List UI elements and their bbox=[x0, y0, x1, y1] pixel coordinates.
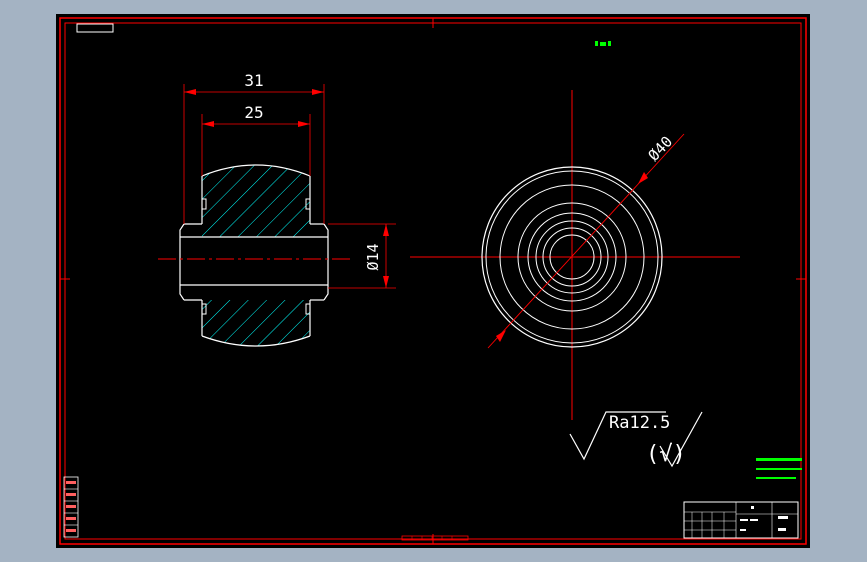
side-view-dimensions: 31 25 Ø14 bbox=[183, 71, 396, 289]
green-marker bbox=[595, 41, 611, 46]
cad-viewport[interactable]: 31 25 Ø14 Ø40 Ra12.5 bbox=[56, 14, 810, 548]
other-surfaces-mark: (√) bbox=[646, 442, 686, 467]
dim-inner-width: 25 bbox=[244, 103, 263, 122]
dim-bore-diameter: Ø14 bbox=[364, 243, 382, 270]
engineering-drawing: 31 25 Ø14 Ø40 Ra12.5 bbox=[59, 17, 807, 545]
drawing-frame bbox=[59, 17, 807, 545]
surface-finish: Ra12.5 (√) bbox=[569, 411, 703, 468]
lower-hatch bbox=[202, 300, 310, 346]
revision-strip bbox=[63, 476, 79, 538]
dim-outer-diameter: Ø40 bbox=[645, 133, 677, 165]
title-block bbox=[683, 501, 799, 539]
front-view: Ø40 bbox=[410, 90, 740, 420]
side-view bbox=[158, 164, 350, 347]
technical-notes bbox=[756, 458, 802, 479]
dim-overall-width: 31 bbox=[244, 71, 263, 90]
upper-hatch bbox=[202, 165, 310, 237]
roughness-label: Ra12.5 bbox=[609, 413, 670, 433]
